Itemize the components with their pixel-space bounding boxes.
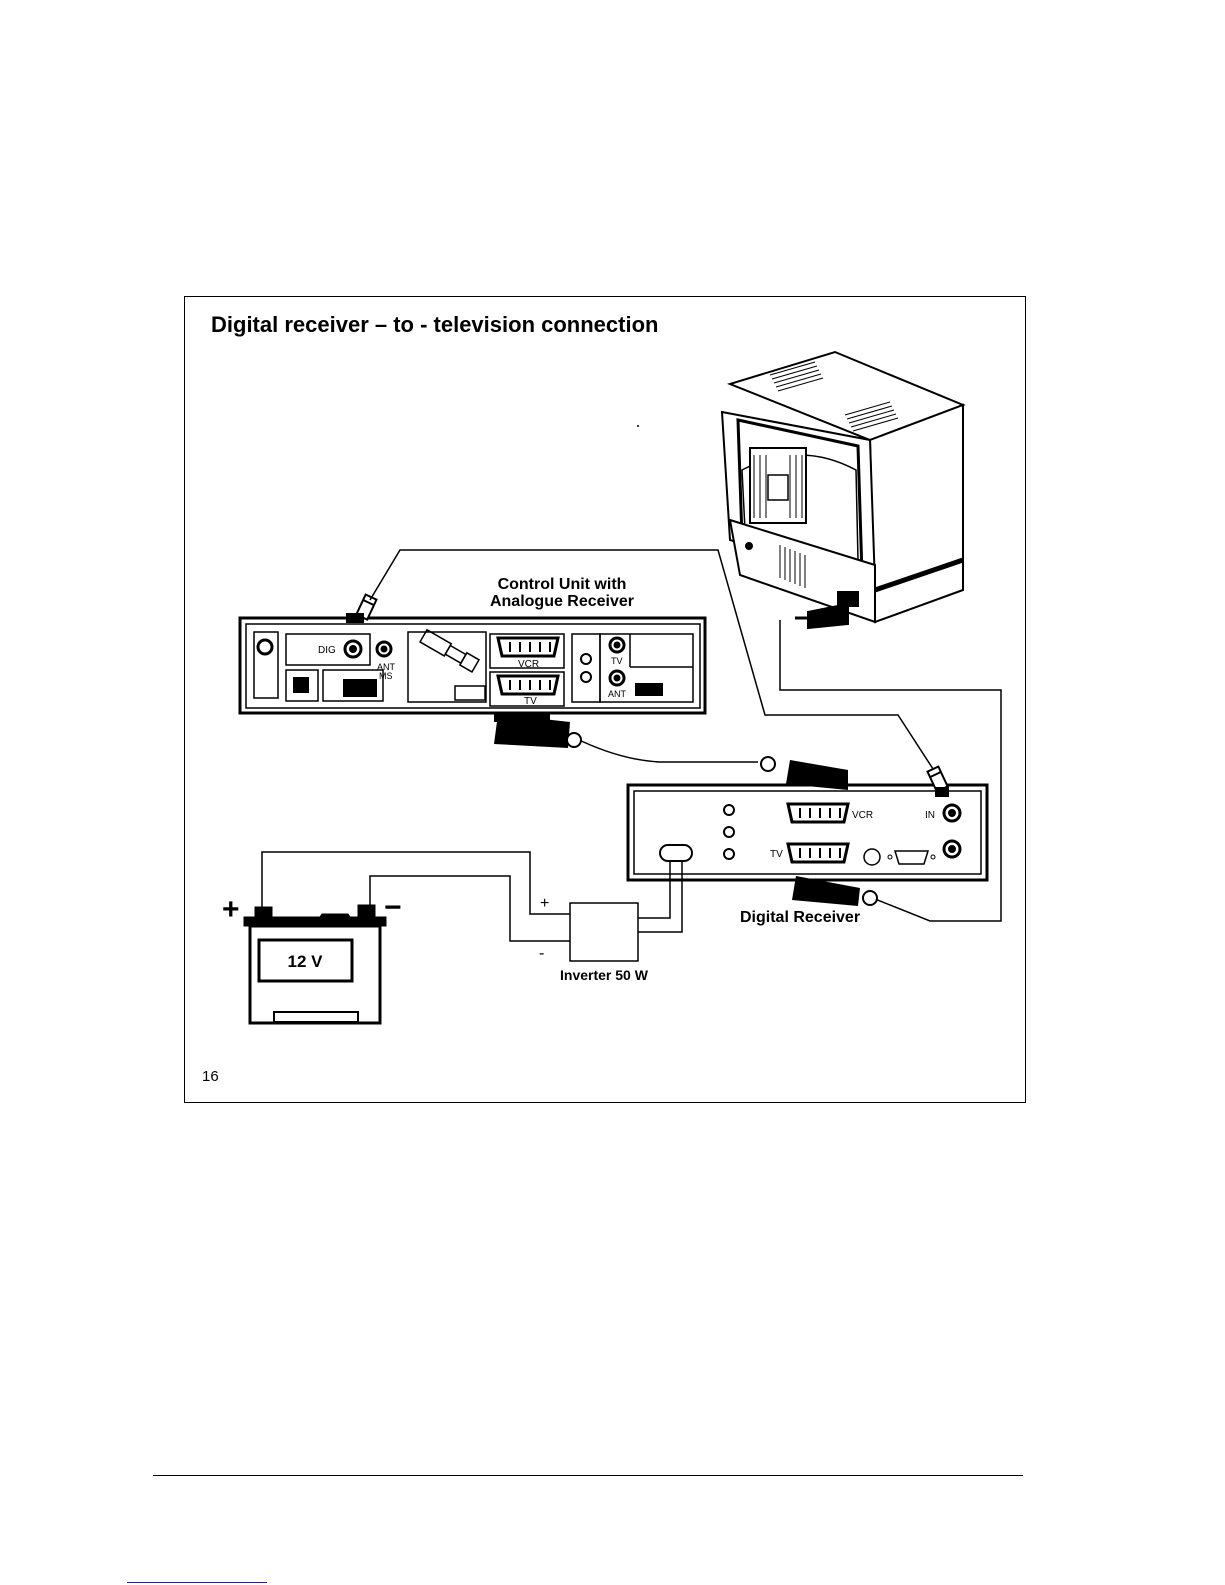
control-unit-illustration bbox=[240, 618, 705, 713]
control-unit-label-line1: Control Unit with bbox=[498, 576, 627, 593]
speck bbox=[637, 425, 639, 427]
port-ms-label: MS bbox=[379, 671, 393, 681]
inverter-minus-label: - bbox=[539, 945, 544, 962]
battery-plus-label: + bbox=[222, 893, 240, 926]
inverter-plus-label: + bbox=[540, 895, 549, 912]
battery-minus-label: − bbox=[384, 891, 402, 924]
television-illustration bbox=[722, 352, 963, 628]
inverter-box bbox=[570, 903, 638, 961]
port-tv-small-label: TV bbox=[611, 656, 623, 666]
receiver-port-in-label: IN bbox=[925, 810, 935, 821]
receiver-port-vcr-label: VCR bbox=[852, 810, 873, 821]
port-dig-label: DIG bbox=[318, 645, 336, 656]
page-number: 16 bbox=[202, 1068, 219, 1085]
footer-rule bbox=[153, 1475, 1023, 1476]
port-tv-label: TV bbox=[524, 696, 537, 707]
port-ant-small-label: ANT bbox=[608, 689, 627, 699]
inverter-label: Inverter 50 W bbox=[560, 967, 649, 983]
diagram-title: Digital receiver – to - television conne… bbox=[211, 312, 658, 337]
digital-receiver-label: Digital Receiver bbox=[740, 909, 860, 926]
control-unit-label-line2: Analogue Receiver bbox=[490, 593, 634, 610]
battery-voltage-label: 12 V bbox=[288, 952, 324, 971]
port-vcr-label: VCR bbox=[518, 659, 539, 670]
receiver-port-tv-label: TV bbox=[770, 849, 783, 860]
footer-link-underline bbox=[127, 1582, 267, 1583]
